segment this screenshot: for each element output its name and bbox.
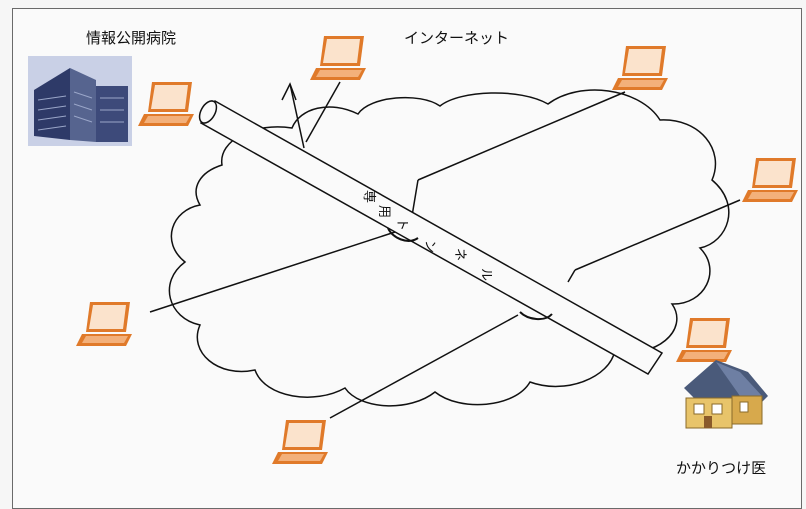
laptop-icon [612,46,668,90]
clinic-label: かかりつけ医 [676,459,766,477]
tunnel-char: 専 [361,190,376,203]
hospital-building-icon [28,56,132,146]
clinic-house-icon [684,360,768,429]
tunnel-char: 用 [376,205,391,218]
connection-lines [149,81,741,419]
tunnel-char: ル [478,268,493,281]
laptop-icon [76,302,132,346]
internet-label: インターネット [404,29,509,47]
tunnel-char: ン [422,240,437,253]
tunnel-char: ト [394,218,409,231]
tunnel-label: 専 用 ト ン ネ ル [361,190,493,281]
tunnel-char: ネ [452,248,467,261]
dedicated-tunnel [198,99,664,375]
laptop-icon [138,82,194,126]
laptop-icon [272,420,328,464]
upward-arrow [281,82,305,149]
laptop-icon [742,158,798,202]
laptop-icon [310,36,366,80]
laptop-icon [676,318,732,362]
hospital-label: 情報公開病院 [86,29,176,47]
